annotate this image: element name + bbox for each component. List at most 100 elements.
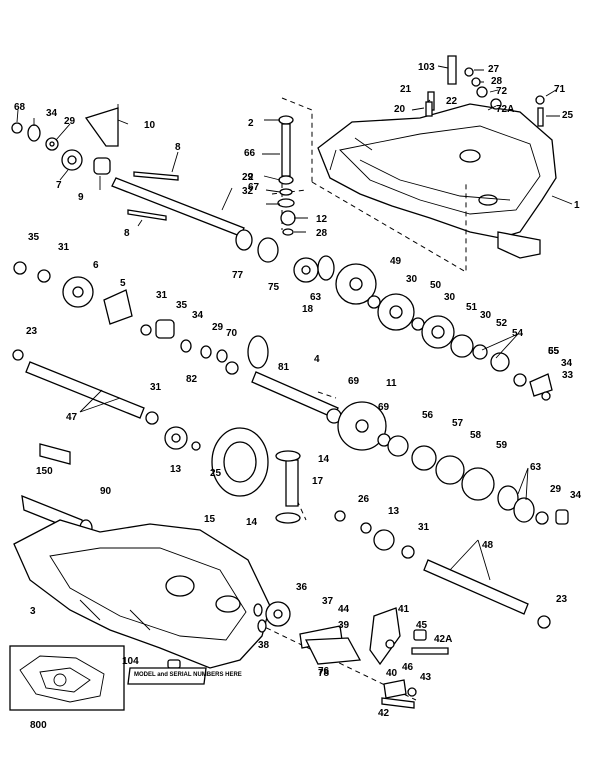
part-label-p36: 36	[296, 582, 308, 593]
part-label-p90: 90	[100, 486, 112, 497]
part-label-p7: 7	[56, 180, 62, 191]
part-label-p13b: 13	[388, 506, 400, 517]
part-label-p49: 49	[390, 256, 402, 267]
part-label-p59: 59	[496, 440, 508, 451]
part-label-p31c: 31	[150, 382, 162, 393]
part-label-p76: 76	[318, 666, 330, 677]
inset-view	[9, 645, 125, 711]
part-label-p28a: 28	[491, 76, 503, 87]
part-label-p1: 1	[574, 200, 580, 211]
part-label-p35a: 35	[28, 232, 40, 243]
part-label-p23a: 23	[26, 326, 38, 337]
part-labels: 1223456788910111213131414151718202122232…	[14, 62, 582, 731]
part-label-p23b: 23	[556, 594, 568, 605]
part-label-p47: 47	[66, 412, 78, 423]
part-label-p72: 72	[496, 86, 508, 97]
part-label-p39: 39	[338, 620, 350, 631]
middle-shaft-group	[12, 335, 569, 629]
part-label-p56: 56	[422, 410, 434, 421]
part-label-p20: 20	[394, 104, 406, 115]
part-label-p12: 12	[316, 214, 328, 225]
part-label-p48: 48	[482, 540, 494, 551]
part-label-p43: 43	[420, 672, 432, 683]
part-label-p68: 68	[14, 102, 26, 113]
part-label-p66: 66	[244, 148, 256, 159]
part-label-p42a: 42A	[434, 634, 452, 645]
part-label-p40: 40	[386, 668, 398, 679]
part-label-p34d: 34	[570, 490, 582, 501]
part-label-p51: 51	[466, 302, 478, 313]
part-label-p14a: 14	[318, 454, 330, 465]
part-label-p35b: 35	[176, 300, 188, 311]
part-label-p77: 77	[232, 270, 244, 281]
part-label-p34b: 34	[192, 310, 204, 321]
input-shaft-group	[11, 104, 296, 263]
part-label-p30a: 30	[406, 274, 418, 285]
gear-row-1	[13, 255, 553, 401]
part-label-p27: 27	[488, 64, 500, 75]
part-label-p46: 46	[402, 662, 414, 673]
part-label-p58: 58	[470, 430, 482, 441]
part-label-p29d: 29	[550, 484, 562, 495]
part-label-p15: 15	[204, 514, 216, 525]
part-label-p8b: 8	[124, 228, 130, 239]
part-label-p30c: 30	[480, 310, 492, 321]
part-label-p33: 33	[562, 370, 574, 381]
part-label-p29b: 29	[242, 172, 254, 183]
part-label-p78: 78	[318, 668, 330, 679]
decal-text: MODEL and SERIAL NUMBERS HERE	[134, 672, 242, 678]
part-label-p45: 45	[416, 620, 428, 631]
part-label-p38: 38	[258, 640, 270, 651]
part-label-p800: 800	[30, 720, 47, 731]
part-label-p150: 150	[36, 466, 53, 477]
part-label-p52: 52	[496, 318, 508, 329]
part-label-p41: 41	[398, 604, 410, 615]
part-label-p22: 22	[446, 96, 458, 107]
part-label-p30b: 30	[444, 292, 456, 303]
part-label-p31a: 31	[58, 242, 70, 253]
part-label-p75: 75	[268, 282, 280, 293]
part-label-p3: 3	[30, 606, 36, 617]
part-label-p69a: 69	[348, 376, 360, 387]
lower-housing	[13, 519, 271, 669]
part-label-p72a: 72A	[496, 104, 514, 115]
part-label-p10: 10	[144, 120, 156, 131]
part-label-p71: 71	[554, 84, 566, 95]
part-label-p103: 103	[418, 62, 435, 73]
part-label-p29c: 29	[212, 322, 224, 333]
part-label-p31d: 31	[418, 522, 430, 533]
part-label-p29a: 29	[64, 116, 76, 127]
part-label-p4: 4	[314, 354, 320, 365]
part-label-p70: 70	[226, 328, 238, 339]
part-label-p37: 37	[322, 596, 334, 607]
part-label-p63b: 63	[530, 462, 542, 473]
part-label-p21: 21	[400, 84, 412, 95]
part-label-p11: 11	[386, 378, 397, 389]
part-label-p25a: 25	[562, 110, 574, 121]
part-label-p54: 54	[512, 328, 524, 339]
part-label-p82: 82	[186, 374, 198, 385]
part-label-p17: 17	[312, 476, 324, 487]
part-label-p9: 9	[78, 192, 84, 203]
part-label-p67: 67	[248, 182, 260, 193]
part-label-p63a: 63	[310, 292, 322, 303]
part-label-p5: 5	[120, 278, 126, 289]
part-label-p104: 104	[122, 656, 139, 667]
part-label-p25b: 25	[210, 468, 222, 479]
part-label-p65: 65	[548, 346, 560, 357]
part-label-p6: 6	[93, 260, 99, 271]
part-label-p2b: 2	[248, 172, 254, 183]
part-label-p57: 57	[452, 418, 464, 429]
part-label-p34c: 34	[561, 358, 573, 369]
part-label-p8a: 8	[175, 142, 181, 153]
part-label-p18: 18	[302, 304, 314, 315]
part-label-p81: 81	[278, 362, 290, 373]
upper-housing	[317, 103, 557, 259]
part-label-p31b: 31	[156, 290, 168, 301]
part-label-p14b: 14	[246, 517, 258, 528]
part-label-p28b: 28	[316, 228, 328, 239]
part-label-p13a: 13	[170, 464, 182, 475]
part-label-p26: 26	[358, 494, 370, 505]
part-label-p44: 44	[338, 604, 350, 615]
